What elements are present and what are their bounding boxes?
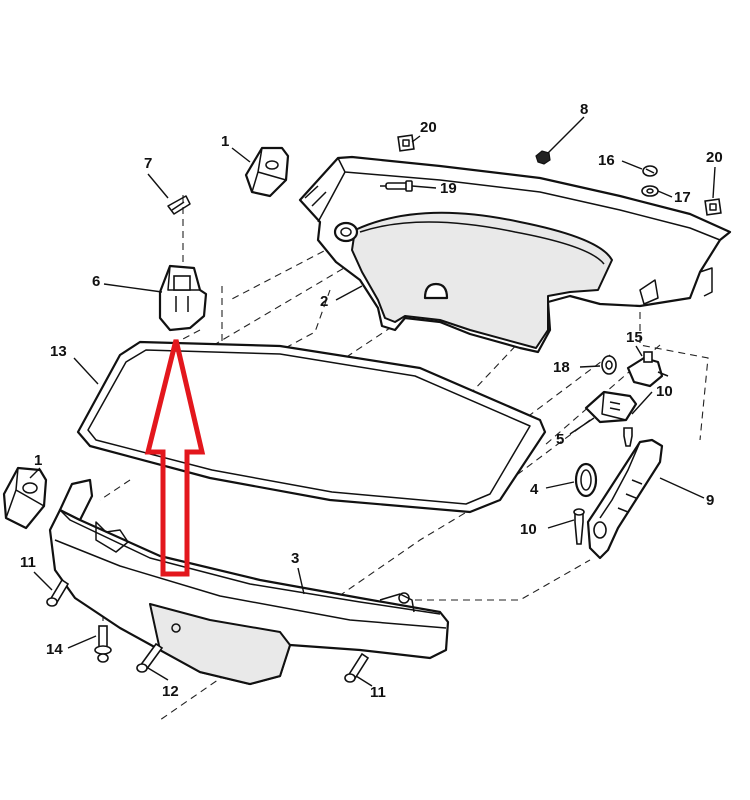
leader-lines xyxy=(29,116,716,687)
screw-part-16 xyxy=(642,165,658,177)
latch-lever-part-5 xyxy=(584,390,638,424)
bolt-part-11-right xyxy=(344,652,370,683)
callout-11-right: 11 xyxy=(370,684,386,701)
callout-8: 8 xyxy=(580,101,588,118)
latch-bracket-part-15 xyxy=(626,351,669,388)
callout-11-left: 11 xyxy=(20,554,36,571)
callout-10-upper: 10 xyxy=(656,383,673,400)
square-nut-part-20-right xyxy=(704,198,722,216)
callout-17: 17 xyxy=(674,189,691,206)
red-up-arrow xyxy=(144,339,206,577)
callout-9: 9 xyxy=(706,492,714,509)
callout-18: 18 xyxy=(553,359,570,376)
callout-4: 4 xyxy=(530,481,539,498)
callout-16: 16 xyxy=(598,152,615,169)
callout-14: 14 xyxy=(46,641,63,658)
plug-part-4 xyxy=(574,462,598,498)
callout-7: 7 xyxy=(144,155,152,172)
highlight-arrow xyxy=(144,339,206,577)
callout-19: 19 xyxy=(440,180,457,197)
bumper-part-1-left xyxy=(2,466,48,530)
seal-gasket-part-13 xyxy=(76,340,547,514)
nut-part-8 xyxy=(535,150,551,165)
callout-13: 13 xyxy=(50,343,67,360)
upper-cowl-part-2 xyxy=(298,155,732,354)
bolt-part-14 xyxy=(94,625,112,663)
callout-1-left: 1 xyxy=(34,452,42,469)
latch-block-part-6 xyxy=(158,264,208,332)
washer-part-17 xyxy=(641,185,659,197)
callout-15: 15 xyxy=(626,329,643,346)
screw-part-10-lower xyxy=(573,508,585,545)
callout-20-top: 20 xyxy=(420,119,437,136)
hinge-bracket-part-9 xyxy=(586,438,664,560)
callout-10-lower: 10 xyxy=(520,521,537,538)
callout-1-top: 1 xyxy=(221,133,229,150)
screw-part-10-upper xyxy=(623,427,633,447)
square-nut-part-20-top xyxy=(397,134,415,152)
lower-cowl-part-3 xyxy=(48,478,450,686)
callout-5: 5 xyxy=(556,431,564,448)
callout-20-right: 20 xyxy=(706,149,723,166)
callout-6: 6 xyxy=(92,273,100,290)
callout-3: 3 xyxy=(291,550,299,567)
bolt-part-12 xyxy=(136,642,164,673)
bolt-part-11-left xyxy=(46,578,70,607)
callout-2: 2 xyxy=(320,293,328,310)
bumper-part-1-top xyxy=(244,146,290,198)
grommet-part-18 xyxy=(601,355,617,375)
spring-clip-part-7 xyxy=(167,195,191,215)
callout-labels: 1 1 2 3 4 5 6 7 8 9 10 10 11 11 12 13 14… xyxy=(20,101,723,701)
callout-12: 12 xyxy=(162,683,179,700)
